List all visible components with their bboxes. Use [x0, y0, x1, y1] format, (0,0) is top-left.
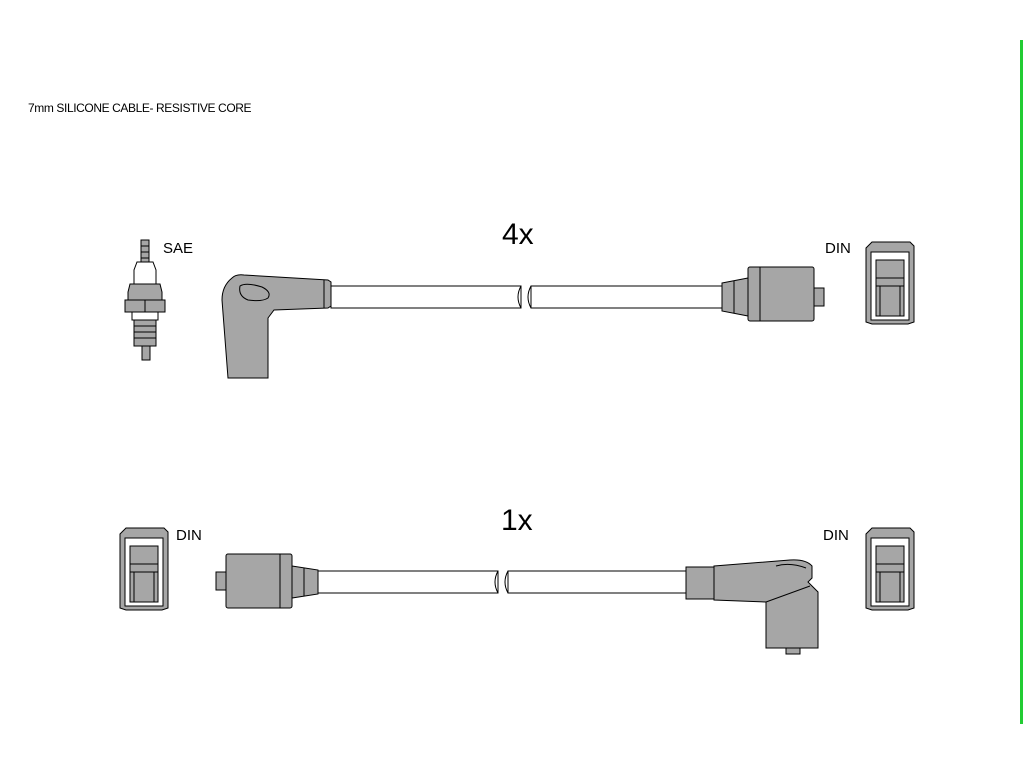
set-1-cable	[330, 285, 723, 309]
set-2-straight-coil-boot	[215, 553, 319, 609]
set-2-left-din-socket-icon	[119, 527, 169, 611]
set-2-right-label: DIN	[823, 527, 849, 544]
set-1-straight-coil-boot	[721, 266, 825, 322]
set-1-right-label: DIN	[825, 240, 851, 257]
set-2-left-label: DIN	[176, 527, 202, 544]
diagram-caption: 7mm SILICONE CABLE- RESISTIVE CORE	[28, 101, 252, 115]
set-1-angled-plug-boot	[221, 274, 332, 379]
set-2-angled-coil-boot	[685, 559, 819, 655]
set-2-right-din-socket-icon	[865, 527, 915, 611]
set-1-quantity: 4x	[502, 218, 534, 251]
set-1-din-socket-icon	[865, 241, 915, 325]
right-edge-line	[1020, 40, 1023, 724]
set-2-quantity: 1x	[501, 504, 533, 537]
spark-plug-icon	[124, 239, 166, 361]
set-2-cable	[317, 570, 687, 594]
set-1-left-label: SAE	[163, 240, 194, 257]
